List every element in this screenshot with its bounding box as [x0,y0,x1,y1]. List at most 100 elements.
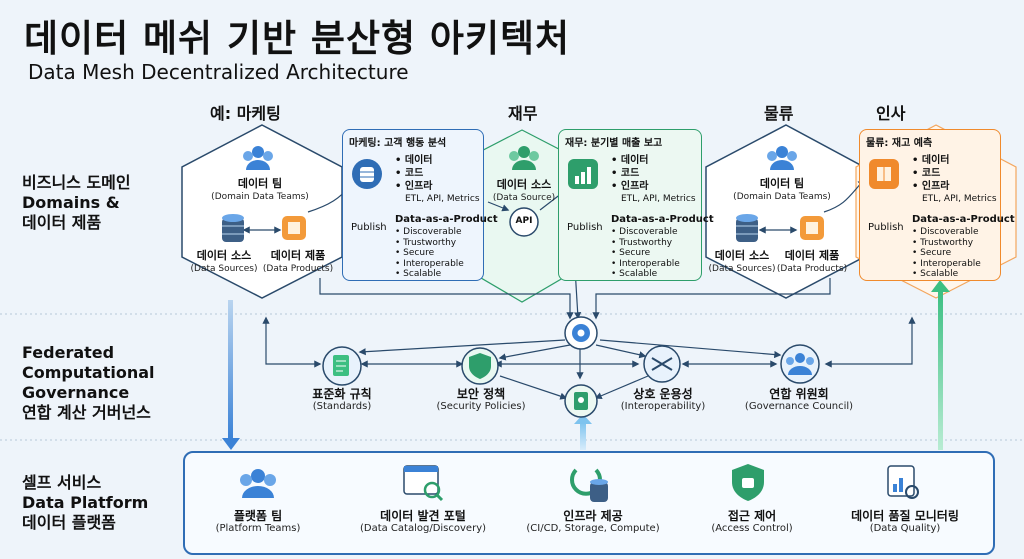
label-ko: 데이터 소스 [714,249,770,262]
logistics-sources-label: 데이터 소스 (Data Sources) [709,249,776,275]
card-prop: • Interoperable [395,258,464,269]
row-label-line: Governance [22,383,130,402]
label-ko: 데이터 팀 [237,177,283,190]
connector [358,339,566,356]
platform-link-bar [938,290,943,450]
label-ko: 표준화 규칙 [312,387,372,401]
connector [262,316,322,368]
platform-access-label: 접근 제어 (Access Control) [711,509,792,535]
domain-logistics-label: 물류 [764,104,794,123]
label-en: (Governance Council) [744,401,854,412]
people-icon [767,146,797,170]
data-product-card-marketing: 마케팅: 고객 행동 분석 • 데이터 • 코드 • 인프라 ETL, API,… [342,129,498,281]
database-icon [736,214,758,242]
label-ko: 데이터 발견 포털 [380,509,466,523]
label-ko: 데이터 팀 [759,177,805,190]
card-dap: Data-as-a-Product [912,214,1015,225]
logistics-team-label: 데이터 팀 (Domain Data Teams) [733,177,831,203]
label-ko: 데이터 소스 [496,178,552,191]
card-prop: • Scalable [611,269,658,279]
platform-link-bar [228,300,233,440]
row-label-line: Domains & [22,193,120,212]
card-item: • 데이터 [611,155,649,166]
data-product-card-logistics: 물류: 재고 예측 • 데이터 • 코드 • 인프라 ETL, API, Met… [859,129,1015,281]
data-product-card-finance: 재무: 분기별 매출 보고 • 데이터 • 코드 • 인프라 ETL, API,… [558,129,714,281]
label-ko: 인프라 제공 [563,509,623,523]
connector [599,339,782,359]
database-icon [222,214,244,242]
label-en: (Standards) [312,401,372,412]
connector [592,278,831,320]
api-icon [509,207,539,237]
row-label-line: 셀프 서비스 [22,473,102,492]
card-prop: • Scalable [912,269,959,279]
platform-panel [183,451,995,555]
row-label-line: 데이터 제품 [22,213,102,232]
label-ko: 보안 정책 [456,387,506,401]
row-label-line: Computational [22,363,155,382]
label-ko: 접근 제어 [727,509,777,523]
card-title: 재무: 분기별 매출 보고 [565,138,663,149]
publish-label: Publish [567,222,603,233]
label-en: (Domain Data Teams) [211,192,309,202]
label-en: (Data Quality) [869,523,941,534]
label-ko: 데이터 제품 [270,249,326,262]
card-prop: • Trustworthy [912,237,974,248]
connector [319,278,574,320]
domain-marketing-label: 예: 마케팅 [210,104,281,123]
label-ko: 상호 운용성 [633,387,693,401]
card-title: 마케팅: 고객 행동 분석 [349,138,447,149]
governance-security-label: 보안 정책 (Security Policies) [436,387,525,413]
label-en: (Security Policies) [436,401,526,412]
page-title: 데이터 메쉬 기반 분산형 아키텍처 [24,17,571,60]
card-item: • 인프라 [912,181,950,192]
label-ko: 플랫폼 팀 [233,509,283,523]
label-en: (Domain Data Teams) [733,192,831,202]
row-label-line: 데이터 플랫폼 [22,513,116,532]
card-prop: • Trustworthy [611,237,673,248]
platform-link-bar [580,422,586,450]
label-en: (Data Sources) [708,264,776,274]
label-en: (Interoperability) [620,401,706,412]
label-ko: 연합 위원회 [769,387,829,401]
connector [595,344,647,359]
arrow-down-icon [222,438,240,450]
finance-source-label: 데이터 소스 (Data Source) [493,178,555,204]
card-prop: • Secure [395,248,435,258]
row-label-line: 연합 계산 거버넌스 [22,403,151,422]
logistics-products-label: 데이터 제품 (Data Products) [777,249,847,275]
card-item: • 코드 [912,168,941,179]
card-item: • 데이터 [912,155,950,166]
connector [498,344,571,361]
card-etl: ETL, API, Metrics [922,194,997,204]
api-label: API [515,216,533,226]
card-prop: • Discoverable [611,227,678,237]
people-icon [509,146,539,170]
row-label-line: Federated [22,343,115,362]
connector [824,316,916,368]
governance-interop-label: 상호 운용성 (Interoperability) [621,387,705,413]
card-item: • 데이터 [395,155,433,166]
package-icon [869,159,899,189]
domain-finance-label: 재무 [508,104,538,123]
card-title: 물류: 재고 예측 [866,138,933,149]
publish-label: Publish [351,222,387,233]
label-en: (Data Sources) [190,264,258,274]
card-prop: • Discoverable [912,227,979,237]
label-ko: 데이터 제품 [784,249,840,262]
data-product-icon [282,216,306,240]
row-label-line: 비즈니스 도메인 [22,173,131,192]
marketing-sources-label: 데이터 소스 (Data Sources) [191,249,258,275]
card-item: • 코드 [611,168,640,179]
card-prop: • Interoperable [912,258,981,269]
label-en: (Data Products) [776,264,848,274]
row-label-domains: 비즈니스 도메인 Domains & 데이터 제품 [22,173,131,233]
card-prop: • Scalable [395,269,442,279]
card-dap: Data-as-a-Product [395,214,498,225]
card-item: • 코드 [395,168,424,179]
label-ko: 데이터 품질 모니터링 [851,509,959,523]
connector [499,375,568,400]
marketing-team-label: 데이터 팀 (Domain Data Teams) [211,177,309,203]
platform-teams-label: 플랫폼 팀 (Platform Teams) [216,509,301,535]
governance-council-label: 연합 위원회 (Governance Council) [745,387,853,413]
